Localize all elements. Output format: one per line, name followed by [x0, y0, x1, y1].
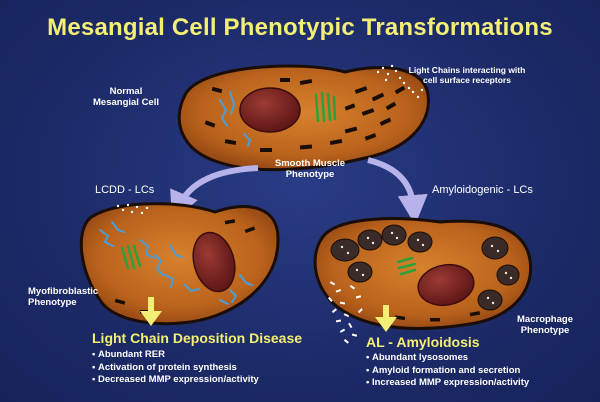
- down-arrow-lcdd: [140, 297, 162, 326]
- normal-cell-label: Normal Mesangial Cell: [86, 86, 166, 108]
- macrophage-filaments: [394, 311, 481, 322]
- myofibroblastic-golgi: [120, 244, 142, 270]
- macrophage-lysosomes: [330, 224, 520, 311]
- macrophage-label-line1: Macrophage: [517, 314, 573, 325]
- macrophage-nucleus: [417, 263, 475, 307]
- smooth-muscle-label: Smooth Muscle Phenotype: [262, 158, 358, 180]
- macrophage-label: Macrophage Phenotype: [505, 314, 585, 336]
- myofibroblastic-label-line1: Myofibroblastic: [28, 286, 99, 297]
- myofibroblastic-label-line2: Phenotype: [28, 297, 77, 308]
- amyloidosis-heading: AL - Amyloidosis: [366, 334, 480, 350]
- normal-cell-golgi: [314, 91, 337, 123]
- lcdd-feature-item: Abundant RER: [92, 349, 259, 362]
- lcdd-particles: [116, 203, 149, 215]
- amyloidosis-features-list: Abundant lysosomes Amyloid formation and…: [366, 352, 529, 390]
- smooth-muscle-label-line2: Phenotype: [285, 169, 335, 180]
- light-chains-label: Light Chains interacting with cell surfa…: [392, 65, 542, 85]
- amyloidosis-feature-item: Abundant lysosomes: [366, 352, 529, 365]
- amyloidosis-feature-item: Amyloid formation and secretion: [366, 365, 529, 378]
- myofibroblastic-rer: [99, 221, 253, 305]
- amyloidogenic-lcs-label: Amyloidogenic - LCs: [432, 184, 533, 196]
- light-chain-particles: [376, 64, 424, 99]
- normal-cell-filaments: [204, 78, 406, 152]
- normal-cell-label-line2: Mesangial Cell: [93, 97, 159, 108]
- normal-mesangial-cell: [177, 64, 430, 172]
- light-chains-label-line1: Light Chains interacting with: [408, 65, 526, 75]
- macrophage-golgi: [396, 256, 417, 276]
- arrow-to-amyloid: [367, 157, 428, 225]
- amyloidosis-feature-item: Increased MMP expression/activity: [366, 377, 529, 390]
- myofibroblastic-label: Myofibroblastic Phenotype: [28, 286, 98, 308]
- arrow-to-lcdd: [170, 165, 259, 222]
- lcdd-lcs-label: LCDD - LCs: [95, 184, 155, 196]
- normal-cell-outline: [177, 64, 430, 172]
- lcdd-feature-item: Activation of protein synthesis: [92, 362, 259, 375]
- down-arrow-amyloid: [375, 305, 397, 332]
- lcdd-feature-item: Decreased MMP expression/activity: [92, 374, 259, 387]
- amyloid-fibrils: [327, 281, 363, 344]
- smooth-muscle-label-line1: Smooth Muscle: [274, 158, 346, 169]
- lcdd-features-list: Abundant RER Activation of protein synth…: [92, 349, 259, 387]
- macrophage-label-line2: Phenotype: [520, 325, 570, 336]
- normal-cell-rer: [219, 91, 252, 147]
- myofibroblastic-cell-outline: [79, 202, 280, 326]
- lcdd-heading: Light Chain Deposition Disease: [92, 330, 303, 346]
- myofibroblastic-nucleus: [192, 231, 236, 293]
- normal-cell-label-line1: Normal: [109, 86, 143, 97]
- page-title: Mesangial Cell Phenotypic Transformation…: [47, 14, 553, 41]
- light-chains-label-line2: cell surface receptors: [423, 74, 511, 85]
- macrophage-cell: [313, 217, 533, 344]
- normal-cell-nucleus: [239, 87, 301, 133]
- lysosome-content: [340, 231, 513, 305]
- myofibroblastic-cell: [79, 202, 280, 326]
